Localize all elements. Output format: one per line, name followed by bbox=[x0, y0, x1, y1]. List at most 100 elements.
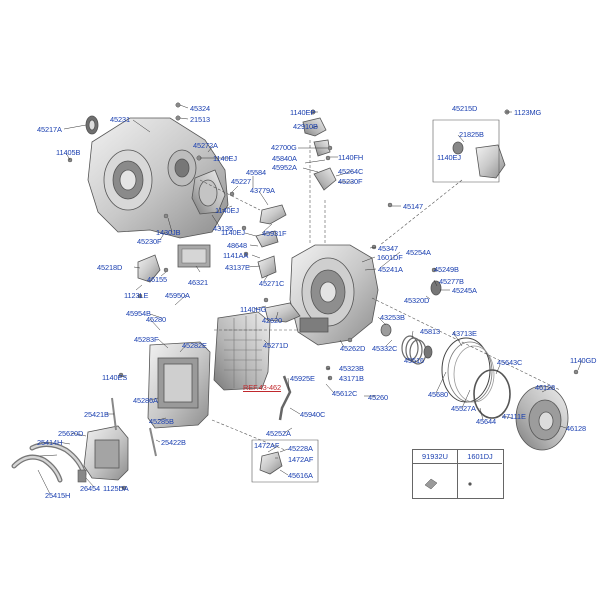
part-label[interactable]: 1140EJ bbox=[437, 153, 461, 162]
part-label[interactable]: 1430JB bbox=[156, 228, 181, 237]
part-label[interactable]: 45286A bbox=[133, 396, 158, 405]
part-label[interactable]: 45323B bbox=[339, 364, 364, 373]
part-label[interactable]: 43135 bbox=[213, 224, 234, 233]
part-label[interactable]: 45271D bbox=[263, 341, 289, 350]
part-label[interactable]: 45260 bbox=[368, 393, 389, 402]
reference-link[interactable]: REF.43-462 bbox=[243, 383, 282, 392]
part-label[interactable]: 45950A bbox=[165, 291, 190, 300]
part-label[interactable]: 45954B bbox=[126, 309, 151, 318]
part-label[interactable]: 46321 bbox=[188, 278, 209, 287]
part-label[interactable]: 45940C bbox=[300, 410, 326, 419]
part-label[interactable]: 45228A bbox=[288, 444, 313, 453]
part-label[interactable]: 25421B bbox=[84, 410, 109, 419]
part-label[interactable]: 45252A bbox=[266, 429, 291, 438]
legend-header-col1[interactable]: 91932U bbox=[413, 450, 458, 464]
part-label[interactable]: 1141AA bbox=[223, 251, 249, 260]
part-label[interactable]: 1140EP bbox=[290, 108, 316, 117]
part-label[interactable]: 45680 bbox=[428, 390, 449, 399]
part-label[interactable]: 45952A bbox=[272, 163, 297, 172]
part-label[interactable]: 25422B bbox=[161, 438, 186, 447]
small-brackets bbox=[255, 204, 301, 323]
part-label[interactable]: 45285B bbox=[149, 417, 174, 426]
part-label[interactable]: 1140FH bbox=[338, 153, 364, 162]
part-label[interactable]: 45147 bbox=[403, 202, 424, 211]
part-label[interactable]: 25415H bbox=[45, 491, 71, 500]
part-label[interactable]: 45215D bbox=[452, 104, 478, 113]
part-label[interactable]: 43137E bbox=[225, 263, 250, 272]
part-label[interactable]: 25620D bbox=[58, 429, 84, 438]
part-label[interactable]: 1140EJ bbox=[215, 206, 239, 215]
part-label[interactable]: 45516 bbox=[404, 356, 425, 365]
part-label[interactable]: 1140EJ bbox=[213, 154, 237, 163]
part-label[interactable]: 45347 bbox=[378, 244, 399, 253]
part-label[interactable]: 21825B bbox=[459, 130, 484, 139]
part-label[interactable]: 11405B bbox=[56, 148, 81, 157]
part-label[interactable]: 45584 bbox=[246, 168, 267, 177]
part-label[interactable]: 45241A bbox=[378, 265, 403, 274]
part-label[interactable]: 21513 bbox=[190, 115, 211, 124]
part-label[interactable]: 45218D bbox=[97, 263, 123, 272]
part-label[interactable]: 45282E bbox=[182, 341, 207, 350]
part-label[interactable]: 45320D bbox=[404, 296, 430, 305]
part-label[interactable]: 45231 bbox=[110, 115, 131, 124]
part-label[interactable]: 1140EJ bbox=[221, 228, 245, 237]
oil-pump bbox=[191, 169, 226, 215]
part-label[interactable]: 45217A bbox=[37, 125, 62, 134]
dipstick-25422B bbox=[149, 427, 157, 457]
part-label[interactable]: 1140HG bbox=[240, 305, 267, 314]
part-label[interactable]: 45931F bbox=[262, 229, 287, 238]
seal-45245A bbox=[430, 280, 442, 296]
part-label[interactable]: 25414H bbox=[37, 438, 63, 447]
part-label[interactable]: 26454 bbox=[80, 484, 101, 493]
part-label[interactable]: 45277B bbox=[439, 277, 464, 286]
part-label[interactable]: 45925E bbox=[290, 374, 315, 383]
part-label[interactable]: 1472AF bbox=[288, 455, 314, 464]
part-label[interactable]: 45280 bbox=[146, 315, 167, 324]
part-label[interactable]: 45612C bbox=[332, 389, 358, 398]
part-label[interactable]: 46128 bbox=[535, 383, 556, 392]
part-label[interactable]: 45254A bbox=[406, 248, 431, 257]
part-label[interactable]: 45264C bbox=[338, 167, 364, 176]
valve-body bbox=[213, 311, 271, 391]
part-label[interactable]: 45616A bbox=[288, 471, 313, 480]
part-label[interactable]: 45813 bbox=[420, 327, 441, 336]
part-label[interactable]: 43171B bbox=[339, 374, 364, 383]
part-label[interactable]: 46128 bbox=[566, 424, 587, 433]
part-label[interactable]: 45230F bbox=[338, 177, 363, 186]
part-label[interactable]: 42910B bbox=[293, 122, 318, 131]
part-label[interactable]: 45527A bbox=[451, 404, 476, 413]
part-label[interactable]: 45644 bbox=[476, 417, 497, 426]
part-label[interactable]: 1123LE bbox=[124, 291, 149, 300]
part-label[interactable]: 45245A bbox=[452, 286, 477, 295]
part-label[interactable]: 45230F bbox=[137, 237, 162, 246]
part-label[interactable]: 43779A bbox=[250, 186, 275, 195]
part-label[interactable]: 47111E bbox=[502, 412, 526, 421]
part-label[interactable]: 43253B bbox=[380, 313, 405, 322]
part-label[interactable]: 1140ES bbox=[102, 373, 128, 382]
oil-cooler bbox=[83, 425, 129, 481]
top-right-bracket bbox=[452, 141, 506, 179]
part-label[interactable]: 45324 bbox=[190, 104, 211, 113]
part-label[interactable]: 45283F bbox=[134, 335, 159, 344]
converter-housing bbox=[87, 117, 229, 239]
part-label[interactable]: 43713E bbox=[452, 329, 477, 338]
transmission-case bbox=[289, 244, 379, 346]
part-label[interactable]: 1140GD bbox=[570, 356, 597, 365]
part-label[interactable]: 45840A bbox=[272, 154, 297, 163]
part-label[interactable]: 45272A bbox=[193, 141, 218, 150]
part-label[interactable]: 42700G bbox=[271, 143, 297, 152]
part-label[interactable]: 1601DF bbox=[377, 253, 403, 262]
part-label[interactable]: 42620 bbox=[262, 316, 283, 325]
part-label[interactable]: 45262D bbox=[340, 344, 366, 353]
part-label[interactable]: 1472AF bbox=[254, 441, 280, 450]
part-label[interactable]: 46155 bbox=[147, 275, 168, 284]
part-label[interactable]: 45249B bbox=[434, 265, 459, 274]
part-label[interactable]: 45227 bbox=[231, 177, 252, 186]
part-label[interactable]: 1123MG bbox=[514, 108, 542, 117]
part-label[interactable]: 45332C bbox=[372, 344, 398, 353]
part-label[interactable]: 45643C bbox=[497, 358, 523, 367]
part-label[interactable]: 45271C bbox=[259, 279, 285, 288]
part-label[interactable]: 48648 bbox=[227, 241, 248, 250]
legend-header-col2[interactable]: 1601DJ bbox=[458, 450, 502, 464]
part-label[interactable]: 1125DA bbox=[103, 484, 129, 493]
